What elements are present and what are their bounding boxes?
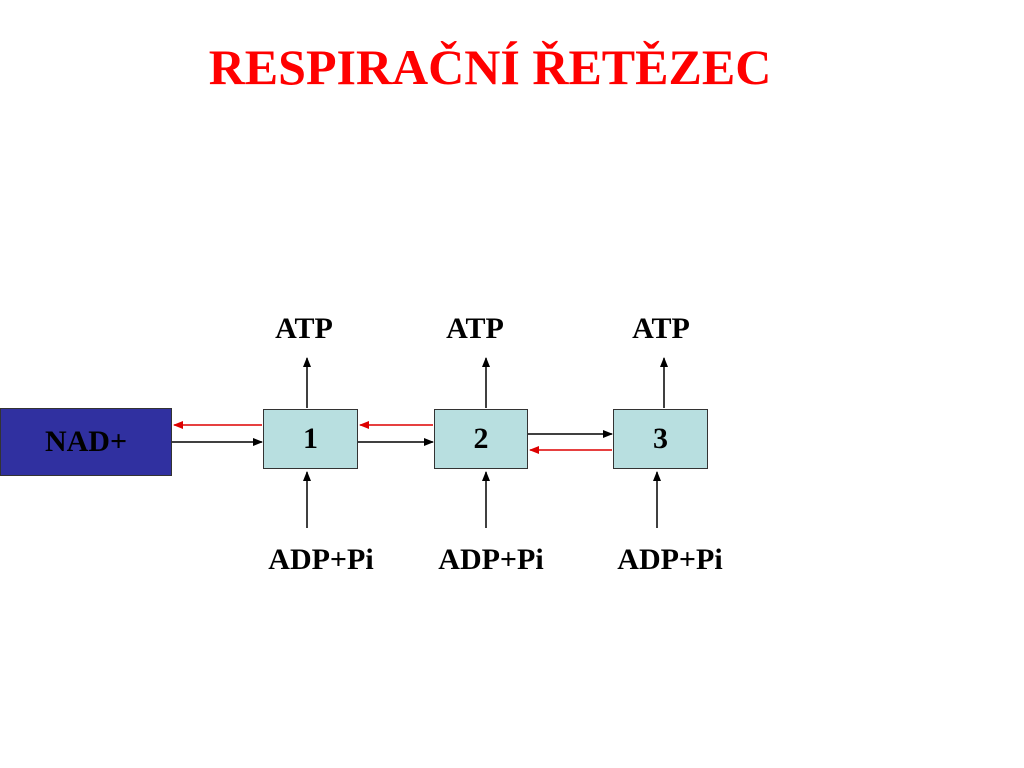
- complex-3-label: 3: [653, 422, 668, 455]
- slide-title: RESPIRAČNÍ ŘETĚZEC: [208, 39, 772, 95]
- adp-label-1: ADP+Pi: [268, 543, 374, 576]
- nad-box: NAD+: [0, 408, 172, 476]
- complex-1-box: 1: [263, 409, 358, 469]
- complex-2-box: 2: [434, 409, 528, 469]
- complex-3-box: 3: [613, 409, 708, 469]
- atp-label-2: ATP: [446, 312, 504, 345]
- atp-label-1: ATP: [275, 312, 333, 345]
- complex-2-label: 2: [473, 422, 489, 455]
- atp-label-3: ATP: [632, 312, 690, 345]
- adp-label-2: ADP+Pi: [438, 543, 544, 576]
- complex-1-label: 1: [303, 422, 318, 455]
- adp-label-3: ADP+Pi: [617, 543, 723, 576]
- nad-label: NAD+: [44, 425, 128, 458]
